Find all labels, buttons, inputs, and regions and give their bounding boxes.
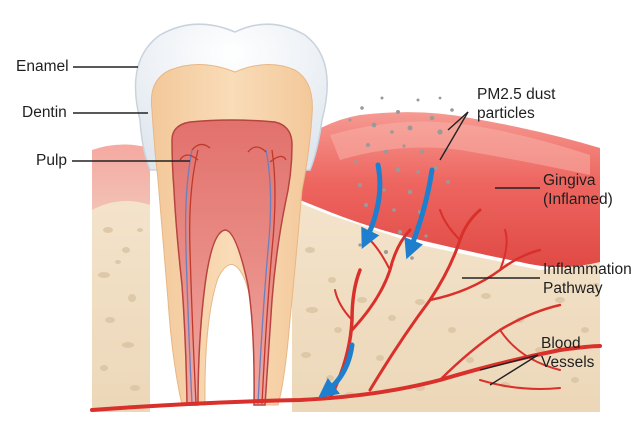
label-gingiva-line1: Gingiva: [543, 171, 613, 190]
label-enamel: Enamel: [16, 57, 69, 76]
label-blood-line1: Blood: [541, 334, 594, 353]
label-blood-line2: Vessels: [541, 353, 594, 372]
gum-left: [92, 144, 150, 210]
label-inflammation-line1: Inflammation: [543, 260, 632, 279]
label-gingiva: Gingiva (Inflamed): [543, 171, 613, 209]
label-enamel-text: Enamel: [16, 57, 69, 76]
label-dentin: Dentin: [22, 103, 67, 122]
label-pm25: PM2.5 dust particles: [477, 85, 555, 123]
label-inflammation-line2: Pathway: [543, 279, 632, 298]
label-gingiva-line2: (Inflamed): [543, 190, 613, 209]
label-pulp: Pulp: [36, 151, 67, 170]
label-pm25-line2: particles: [477, 104, 555, 123]
label-blood-vessels: Blood Vessels: [541, 334, 594, 372]
label-pulp-text: Pulp: [36, 151, 67, 170]
label-inflammation: Inflammation Pathway: [543, 260, 632, 298]
label-dentin-text: Dentin: [22, 103, 67, 122]
label-pm25-line1: PM2.5 dust: [477, 85, 555, 104]
